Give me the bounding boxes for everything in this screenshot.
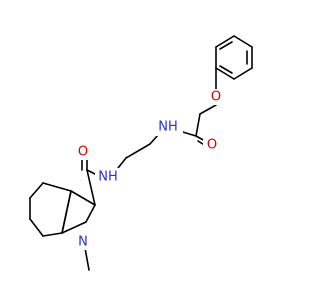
molecule-structure: O O NH NH O N <box>29 35 253 271</box>
atom-n-indole: N <box>78 235 88 250</box>
bond <box>42 232 63 237</box>
bond <box>70 190 96 206</box>
phenyl-ring <box>215 35 253 80</box>
side-chain <box>81 67 217 179</box>
bond <box>149 134 159 145</box>
bond <box>42 182 72 192</box>
bond <box>85 204 96 223</box>
atom-n-amide-top: NH <box>158 120 178 135</box>
atom-o-carbonyl-bottom: O <box>78 145 88 160</box>
bond <box>125 143 151 159</box>
bond <box>117 157 127 169</box>
atom-labels: O O NH NH O N <box>74 89 225 250</box>
bond <box>215 35 235 48</box>
atom-o-carbonyl-top: O <box>207 138 217 153</box>
bond <box>219 41 233 50</box>
bond <box>233 67 253 80</box>
bond <box>86 169 96 206</box>
bond <box>219 65 233 74</box>
bond <box>61 190 72 234</box>
bond <box>195 113 201 137</box>
bond <box>233 35 253 48</box>
bond <box>215 67 235 80</box>
bond <box>29 218 44 237</box>
indole-ring <box>29 169 96 271</box>
atom-n-amide-bottom: NH <box>98 170 118 185</box>
bond <box>199 104 217 115</box>
atom-o-ether: O <box>211 90 221 105</box>
bond <box>61 221 87 234</box>
bond <box>29 182 44 199</box>
bond <box>84 247 90 271</box>
